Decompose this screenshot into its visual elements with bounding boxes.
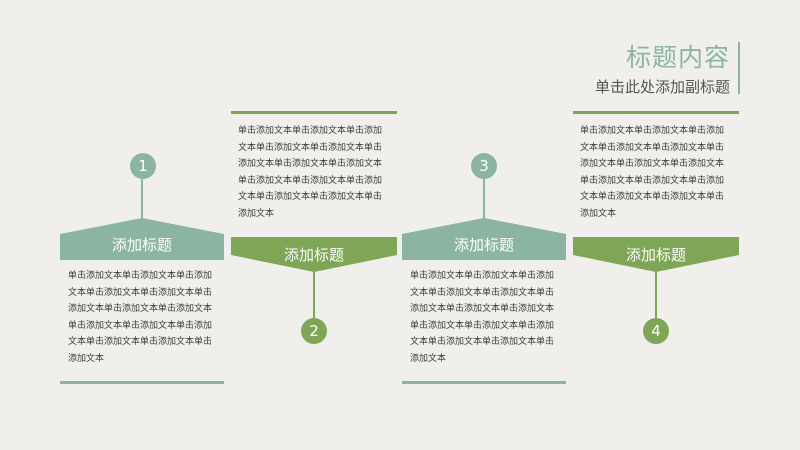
step-1-bottom-bar [60,381,224,384]
page-title: 标题内容 [625,43,730,72]
step-4-body: 单击添加文本单击添加文本单击添加文本单击添加文本单击添加文本单击添加文本单击添加… [580,126,725,219]
step-2-stem [313,271,315,319]
page-subtitle: 单击此处添加副标题 [594,78,730,96]
title-accent-bar [738,42,740,94]
step-3-number: 3 [471,153,497,179]
band-1-shape [60,218,224,260]
step-2-top-bar [231,111,397,114]
step-1-number: 1 [130,153,156,179]
step-1-stem [141,179,143,219]
step-4-number: 4 [643,318,669,344]
step-1-body: 单击添加文本单击添加文本单击添加文本单击添加文本单击添加文本单击添加文本单击添加… [68,271,213,364]
step-3-bottom-bar [402,381,566,384]
step-2-number: 2 [301,318,327,344]
step-4-top-bar [573,111,739,114]
band-3-shape [402,218,566,260]
step-3-heading: 添加标题 [453,236,514,254]
step-3-body: 单击添加文本单击添加文本单击添加文本单击添加文本单击添加文本单击添加文本单击添加… [410,271,555,364]
band-4-shape [573,237,739,272]
step-1-heading: 添加标题 [111,236,172,254]
step-2-heading: 添加标题 [283,246,344,264]
step-2-body: 单击添加文本单击添加文本单击添加文本单击添加文本单击添加文本单击添加文本单击添加… [238,126,383,219]
step-4-stem [655,271,657,319]
band-2-shape [231,237,397,272]
step-4-heading: 添加标题 [625,246,686,264]
step-3-stem [483,179,485,219]
